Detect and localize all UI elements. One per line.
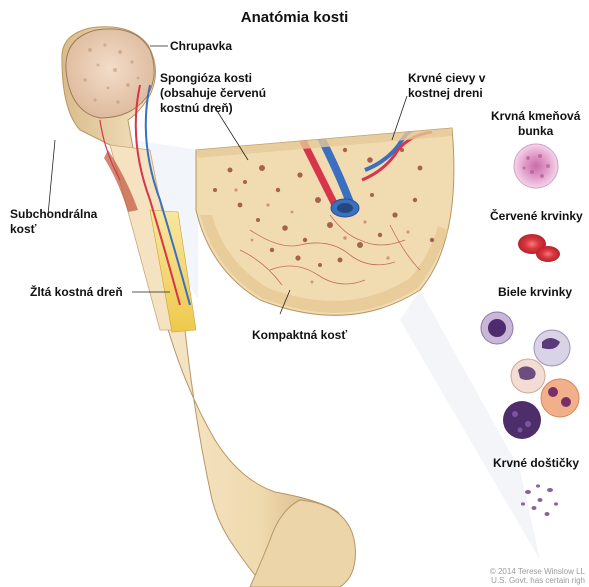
label-subchondralna: Subchondrálna kosť bbox=[10, 207, 97, 237]
label-zlta-dren: Žltá kostná dreň bbox=[30, 285, 123, 300]
label-chrupavka: Chrupavka bbox=[170, 39, 232, 54]
label-subchondralna-line2: kosť bbox=[10, 222, 97, 237]
label-spongioza-line1: Spongióza kosti bbox=[160, 71, 266, 86]
red-blood-cells bbox=[518, 234, 560, 262]
label-spongioza: Spongióza kosti (obsahuje červenú kostnú… bbox=[160, 71, 266, 116]
diagram-title: Anatómia kosti bbox=[0, 9, 589, 26]
label-cievy: Krvné cievy v kostnej dreni bbox=[408, 71, 485, 101]
copyright-notice: © 2014 Terese Winslow LL U.S. Govt. has … bbox=[490, 567, 585, 585]
label-kmenova-line2: bunka bbox=[491, 124, 580, 139]
magnified-section bbox=[196, 122, 454, 315]
stem-cell bbox=[514, 144, 558, 188]
copyright-line1: © 2014 Terese Winslow LL bbox=[490, 567, 585, 576]
label-kmenova-line1: Krvná kmeňová bbox=[491, 109, 580, 124]
white-blood-cells bbox=[481, 312, 579, 439]
label-spongioza-line3: kostnú dreň) bbox=[160, 101, 266, 116]
label-krvne-dosticky: Krvné doštičky bbox=[493, 456, 579, 471]
label-subchondralna-line1: Subchondrálna bbox=[10, 207, 97, 222]
label-kompaktna-kost: Kompaktná kosť bbox=[252, 328, 347, 343]
label-cervene-krvinky: Červené krvinky bbox=[490, 209, 583, 224]
copyright-line2: U.S. Govt. has certain righ bbox=[490, 576, 585, 585]
label-spongioza-line2: (obsahuje červenú bbox=[160, 86, 266, 101]
label-biele-krvinky: Biele krvinky bbox=[498, 285, 572, 300]
label-kmenova-bunka: Krvná kmeňová bunka bbox=[491, 109, 580, 139]
label-cievy-line2: kostnej dreni bbox=[408, 86, 485, 101]
label-cievy-line1: Krvné cievy v bbox=[408, 71, 485, 86]
